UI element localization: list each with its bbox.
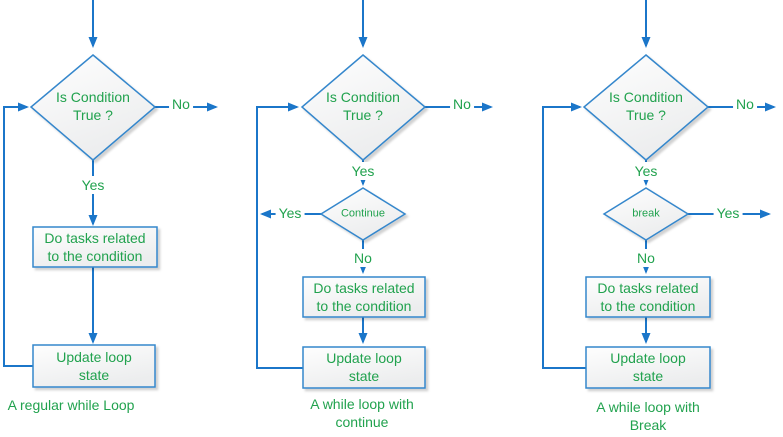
loop-back-arrow [3,102,33,367]
break-no-label: No [634,249,658,267]
caption-line2: continue [335,414,389,430]
break-yes-label: Yes [713,204,743,222]
condition-line2: True ? [73,107,113,123]
task-box [585,276,711,318]
condition-diamond-label: Is Condition True ? [56,88,130,124]
update-box [32,344,156,388]
update-line1: Update loop [326,350,402,366]
task-line1: Do tasks related [597,280,699,296]
task-line2: to the condition [600,298,696,314]
task-box [302,276,426,318]
condition-line1: Is Condition [326,89,400,105]
continue-no-label: No [351,249,375,267]
loop-back-arrow [256,102,303,369]
condition-diamond-label: Is Condition True ? [326,88,400,124]
caption-line2: Break [629,417,667,433]
update-box-label: Update loop state [56,348,132,384]
condition-line1: Is Condition [56,89,130,105]
chart-caption: A while loop with Break [596,398,700,434]
continue-diamond-label: Continue [340,207,386,220]
flowchart-regular-while-loop [3,0,218,388]
update-line1: Update loop [610,350,686,366]
break-diamond [602,187,690,241]
chart-caption: A while loop with continue [310,395,414,431]
update-box-label: Update loop state [326,349,402,385]
no-label: No [169,95,193,113]
condition-line2: True ? [626,107,666,123]
update-box-label: Update loop state [610,349,686,385]
condition-diamond [582,54,710,161]
no-label: No [733,95,757,113]
update-line2: state [632,368,664,384]
break-diamond-label: break [632,207,660,220]
caption-line1: A while loop with [596,399,700,415]
update-line2: state [78,367,110,383]
chart-caption: A regular while Loop [7,397,135,413]
update-box [302,346,426,389]
caption-line1: A while loop with [310,396,414,412]
loop-back-arrow [542,102,586,369]
task-line2: to the condition [47,248,143,264]
task-box-label: Do tasks related to the condition [313,279,414,315]
continue-yes-label: Yes [275,204,305,222]
flowchart-while-loop-continue [256,0,493,389]
task-box-label: Do tasks related to the condition [44,229,145,265]
task-line2: to the condition [316,298,412,314]
flowchart-while-loop-break [542,0,776,389]
condition-line2: True ? [343,107,383,123]
update-line1: Update loop [56,349,132,365]
task-box [32,226,158,268]
no-label: No [450,95,474,113]
update-line2: state [348,368,380,384]
task-box-label: Do tasks related to the condition [597,279,698,315]
yes-label: Yes [78,176,108,194]
condition-diamond-label: Is Condition True ? [609,88,683,124]
yes-label: Yes [348,162,378,180]
condition-diamond [300,54,427,161]
yes-label: Yes [631,162,661,180]
task-line1: Do tasks related [313,280,415,296]
task-line1: Do tasks related [44,230,146,246]
update-box [585,346,711,389]
condition-diamond [29,54,157,161]
condition-line1: Is Condition [609,89,683,105]
continue-diamond [319,187,407,241]
